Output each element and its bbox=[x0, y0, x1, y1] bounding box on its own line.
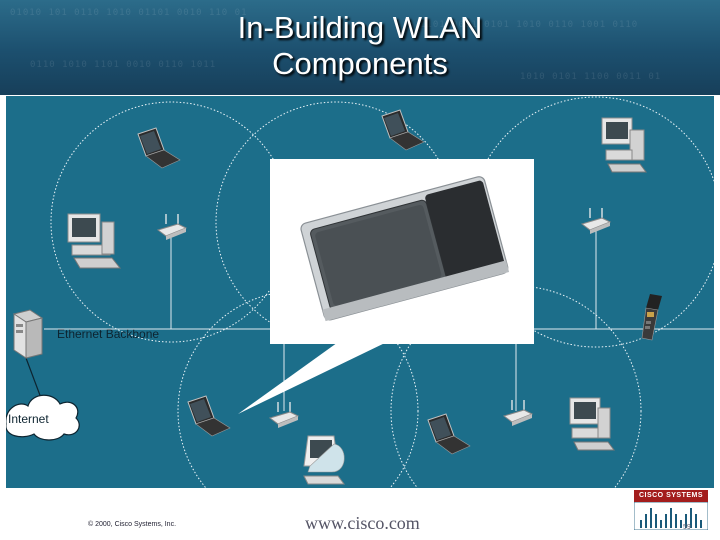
ethernet-backbone-label: Ethernet Backbone bbox=[57, 327, 160, 341]
laptop-icon bbox=[137, 127, 181, 169]
wireless-pc-card-image bbox=[300, 176, 510, 322]
desktop-pc-icon bbox=[601, 117, 647, 173]
access-point-icon bbox=[268, 402, 300, 428]
laptop-icon bbox=[427, 413, 471, 455]
desktop-pc-icon bbox=[303, 435, 345, 485]
internet-label: Internet bbox=[8, 412, 49, 426]
page-number: 59 bbox=[683, 524, 691, 531]
cisco-systems-logo: CISCO SYSTEMS bbox=[634, 490, 708, 530]
laptop-icon bbox=[381, 109, 425, 151]
handheld-scanner-icon bbox=[641, 294, 662, 341]
access-point-icon bbox=[580, 208, 612, 234]
laptop-icon bbox=[187, 395, 231, 437]
coverage-cell-bottom-left bbox=[177, 290, 419, 488]
slide-title: In-Building WLAN Components bbox=[237, 10, 483, 81]
callout-pointer bbox=[238, 340, 391, 414]
logo-text: CISCO SYSTEMS bbox=[638, 492, 704, 499]
slide-header: 01010 101 0110 1010 01101 0010 110 01 11… bbox=[0, 0, 720, 95]
diagram-canvas bbox=[6, 96, 714, 488]
pc-card-callout bbox=[270, 159, 534, 344]
access-point-icon bbox=[156, 214, 188, 240]
footer-copyright: © 2000, Cisco Systems, Inc. bbox=[88, 521, 177, 528]
logo-bridge-graphic bbox=[634, 502, 708, 530]
footer-url: www.cisco.com bbox=[305, 513, 420, 533]
cloud-icon bbox=[6, 394, 80, 441]
server-icon bbox=[12, 309, 44, 359]
desktop-pc-icon bbox=[67, 213, 122, 269]
access-point-icon bbox=[502, 400, 534, 426]
desktop-pc-icon bbox=[569, 397, 615, 451]
